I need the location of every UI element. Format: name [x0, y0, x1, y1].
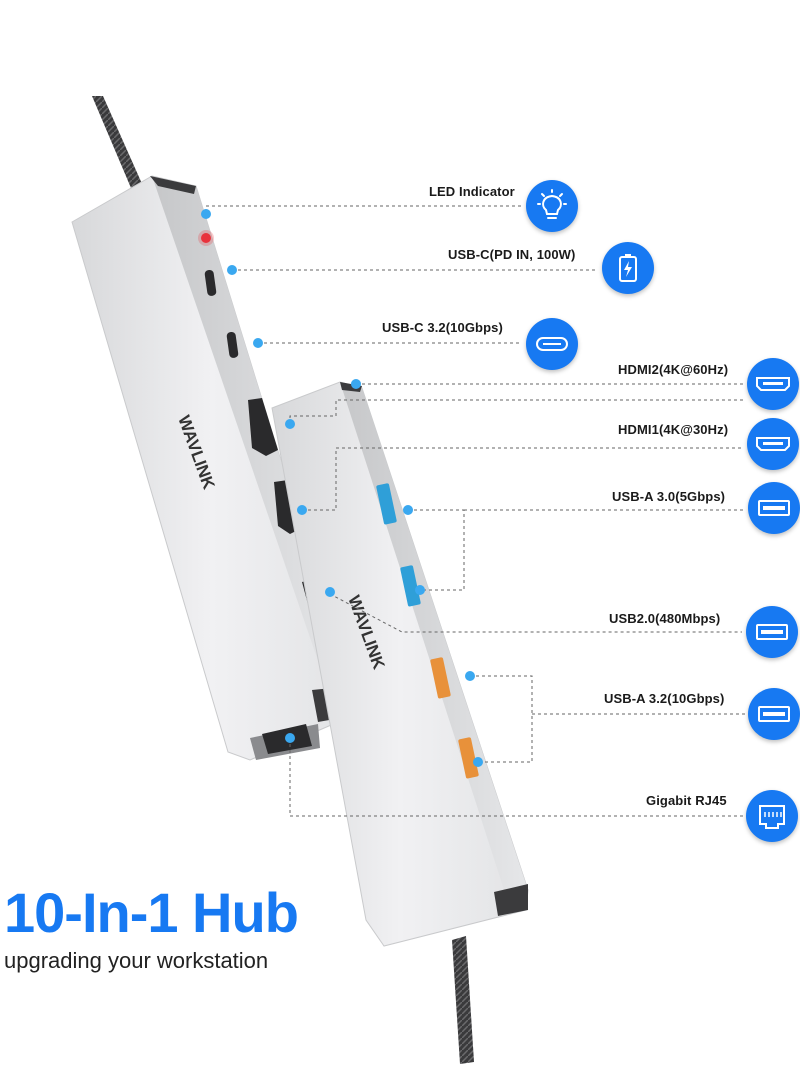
hdmi-port-icon: [747, 418, 799, 470]
callout-label-hdmi1: HDMI1(4K@30Hz): [618, 422, 729, 437]
lightbulb-icon: [526, 180, 578, 232]
callout-label-rj45: Gigabit RJ45: [646, 793, 727, 808]
subheadline: upgrading your workstation: [4, 948, 269, 973]
usb-a32-port-1: [430, 657, 451, 699]
callout-label-usb-a3: USB-A 3.0(5Gbps): [612, 489, 726, 504]
usb-c-data-port: [226, 331, 239, 358]
led-light: [201, 233, 211, 243]
callout-label-led: LED Indicator: [429, 184, 515, 199]
callout-anchor-dots: [201, 209, 483, 767]
usb-a-port-icon: [746, 606, 798, 658]
usb-a-port-icon: [748, 688, 800, 740]
usb-a32-port-2: [458, 737, 479, 779]
usb-a3-port-2: [400, 565, 421, 607]
hdmi-port-icon: [747, 358, 799, 410]
headline: 10-In-1 Hub: [4, 881, 299, 944]
usb-a-port-icon: [748, 482, 800, 534]
hdmi2-port: [248, 398, 278, 456]
bottom-cable: [452, 936, 474, 1064]
battery-charging-icon: [602, 242, 654, 294]
usb-c-pd-port: [204, 269, 217, 296]
callout-lines: [205, 205, 746, 817]
callout-label-hdmi2: HDMI2(4K@60Hz): [618, 362, 729, 377]
callout-label-usb-a32: USB-A 3.2(10Gbps): [604, 691, 725, 706]
usb-c-port-icon: [526, 318, 578, 370]
top-cable: [92, 96, 143, 188]
callout-label-usb-c-pd: USB-C(PD IN, 100W): [448, 247, 576, 262]
usb-a3-port-1: [376, 483, 397, 525]
callout-label-usb2: USB2.0(480Mbps): [609, 611, 721, 626]
ethernet-port-icon: [746, 790, 798, 842]
callout-label-usb-c-data: USB-C 3.2(10Gbps): [382, 320, 503, 335]
